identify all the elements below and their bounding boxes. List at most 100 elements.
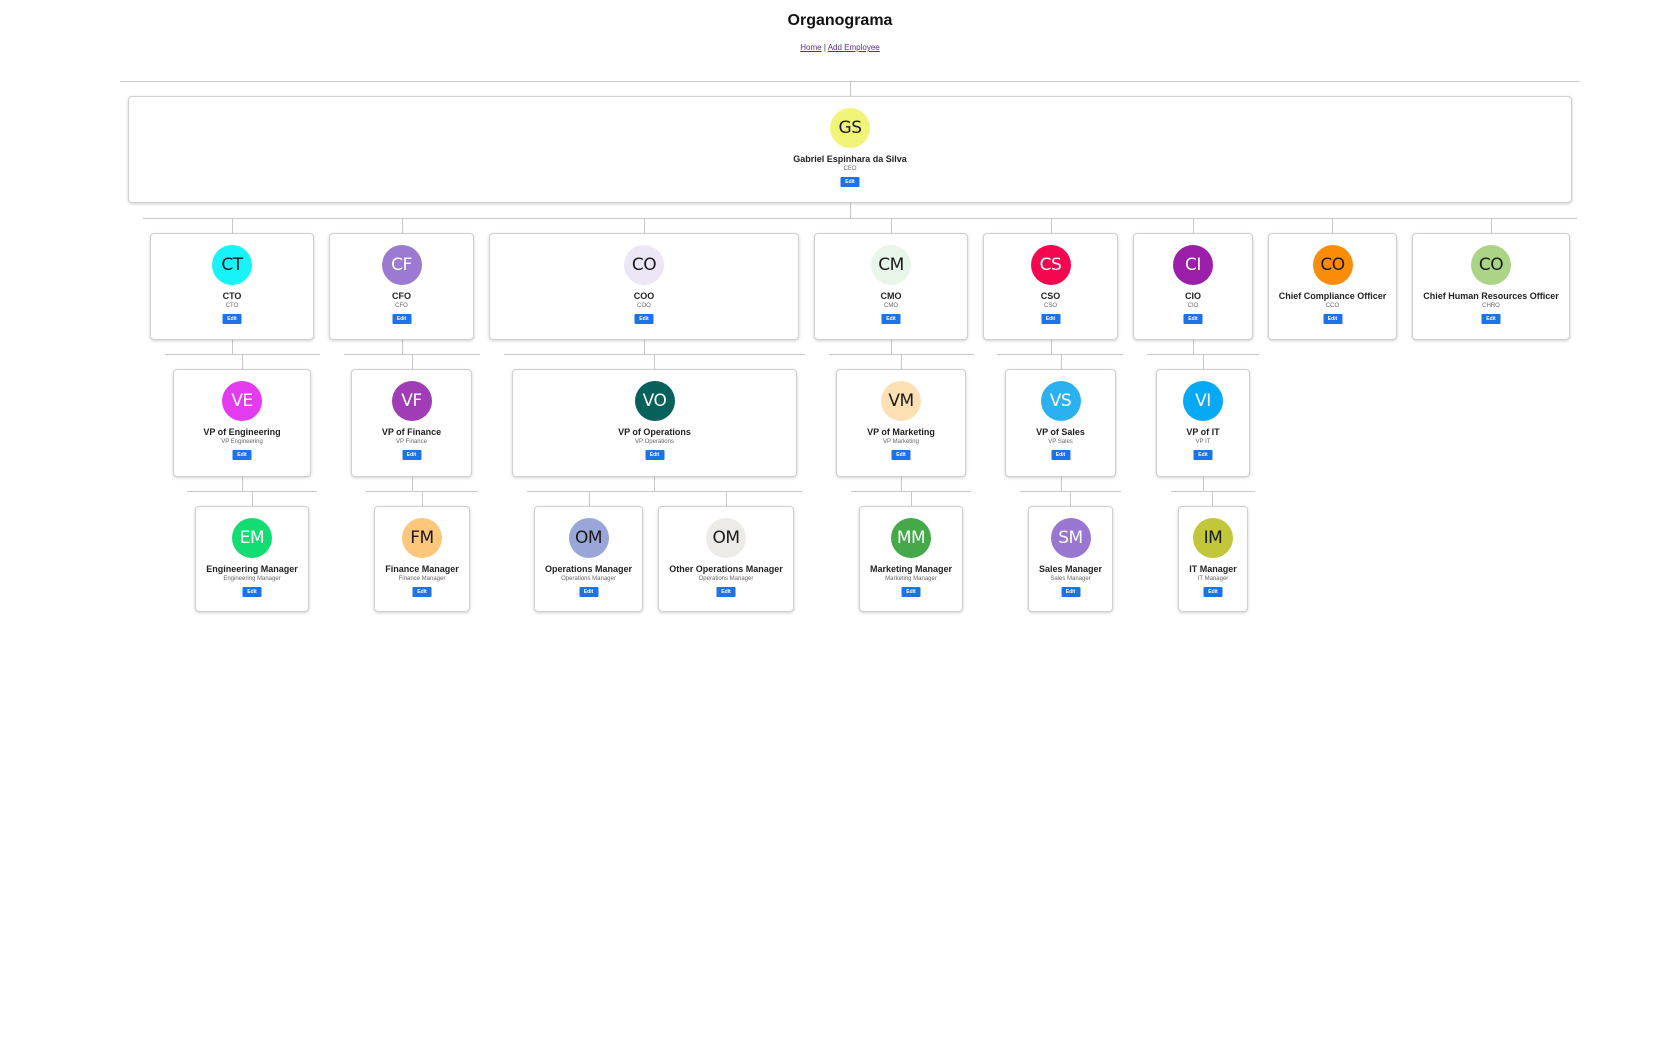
edit-button[interactable]: Edit bbox=[392, 314, 411, 324]
edit-button[interactable]: Edit bbox=[716, 587, 736, 597]
employee-name: VP of Sales bbox=[1036, 427, 1085, 437]
connector-line bbox=[1203, 355, 1204, 369]
edit-button[interactable]: Edit bbox=[412, 587, 432, 597]
employee-card-cfo: CF CFO CFO Edit bbox=[329, 233, 474, 340]
home-link[interactable]: Home bbox=[800, 43, 822, 52]
avatar: CF bbox=[381, 245, 422, 285]
employee-card-vp-engineering: VE VP of Engineering VP Engineering Edit bbox=[173, 369, 311, 477]
connector-line bbox=[726, 492, 727, 506]
employee-name: CIO bbox=[1184, 291, 1201, 301]
employee-name: CMO bbox=[880, 291, 902, 301]
employee-card-other-operations-manager: OM Other Operations Manager Operations M… bbox=[658, 506, 794, 612]
employee-card-engineering-manager: EM Engineering Manager Engineering Manag… bbox=[195, 506, 309, 612]
connector-line bbox=[344, 354, 480, 355]
avatar: CS bbox=[1030, 245, 1071, 285]
edit-button[interactable]: Edit bbox=[1481, 314, 1501, 324]
employee-role: CIO bbox=[1187, 303, 1199, 309]
edit-button[interactable]: Edit bbox=[1193, 450, 1213, 460]
employee-name: COO bbox=[633, 291, 655, 301]
avatar: CO bbox=[1471, 245, 1511, 285]
connector-line bbox=[997, 354, 1123, 355]
connector-line bbox=[850, 203, 851, 218]
avatar: VS bbox=[1040, 381, 1081, 421]
connector-line bbox=[242, 355, 243, 369]
employee-card-sales-manager: SM Sales Manager Sales Manager Edit bbox=[1028, 506, 1113, 612]
edit-button[interactable]: Edit bbox=[1051, 450, 1070, 460]
edit-button[interactable]: Edit bbox=[579, 587, 598, 597]
employee-name: Operations Manager bbox=[544, 564, 633, 574]
connector-line bbox=[1193, 219, 1194, 233]
employee-name: CTO bbox=[222, 291, 242, 301]
edit-button[interactable]: Edit bbox=[1183, 314, 1203, 324]
edit-button[interactable]: Edit bbox=[881, 314, 901, 324]
edit-button[interactable]: Edit bbox=[1061, 587, 1080, 597]
connector-line bbox=[901, 355, 902, 369]
employee-role: CHRO bbox=[1482, 303, 1500, 309]
employee-card-cmo: CM CMO CMO Edit bbox=[814, 233, 968, 340]
connector-line bbox=[644, 219, 645, 233]
avatar: CO bbox=[624, 245, 664, 285]
employee-card-cco: CO Chief Compliance Officer CCO Edit bbox=[1268, 233, 1397, 340]
employee-role: CEO bbox=[843, 166, 857, 172]
employee-name: CFO bbox=[392, 291, 411, 301]
employee-role: CTO bbox=[225, 303, 239, 309]
edit-button[interactable]: Edit bbox=[840, 177, 860, 187]
connector-line bbox=[412, 477, 413, 491]
employee-role: VP Marketing bbox=[883, 439, 919, 445]
employee-name: VP of Engineering bbox=[203, 427, 281, 437]
employee-name: IT Manager bbox=[1189, 564, 1237, 574]
edit-button[interactable]: Edit bbox=[1203, 587, 1223, 597]
employee-name: VP of Operations bbox=[618, 427, 691, 437]
edit-button[interactable]: Edit bbox=[901, 587, 921, 597]
connector-line bbox=[252, 492, 253, 506]
edit-button[interactable]: Edit bbox=[402, 450, 421, 460]
employee-role: VP Operations bbox=[635, 439, 674, 445]
employee-role: VP Finance bbox=[396, 439, 427, 445]
employee-role: Engineering Manager bbox=[223, 576, 281, 582]
connector-line bbox=[120, 81, 1580, 82]
employee-name: Finance Manager bbox=[385, 564, 459, 574]
nav-separator: | bbox=[823, 43, 826, 52]
avatar: GS bbox=[830, 108, 870, 148]
add-employee-link[interactable]: Add Employee bbox=[827, 43, 880, 52]
employee-role: CCO bbox=[1325, 303, 1340, 309]
edit-button[interactable]: Edit bbox=[242, 587, 262, 597]
connector-line bbox=[1070, 492, 1071, 506]
edit-button[interactable]: Edit bbox=[222, 314, 242, 324]
employee-name: Marketing Manager bbox=[869, 564, 953, 574]
edit-button[interactable]: Edit bbox=[645, 450, 664, 460]
employee-role: Marketing Manager bbox=[885, 576, 937, 582]
connector-line bbox=[901, 477, 902, 491]
employee-name: Chief Human Resources Officer bbox=[1423, 291, 1559, 301]
connector-line bbox=[165, 354, 320, 355]
avatar: OM bbox=[568, 518, 609, 558]
connector-line bbox=[366, 491, 478, 492]
connector-line bbox=[143, 218, 1577, 219]
avatar: VM bbox=[881, 381, 921, 421]
employee-card-marketing-manager: MM Marketing Manager Marketing Manager E… bbox=[859, 506, 963, 612]
connector-line bbox=[1491, 219, 1492, 233]
connector-line bbox=[1171, 491, 1255, 492]
connector-line bbox=[527, 491, 802, 492]
employee-role: CSO bbox=[1043, 303, 1057, 309]
connector-line bbox=[422, 492, 423, 506]
avatar: MM bbox=[891, 518, 931, 558]
connector-line bbox=[1051, 219, 1052, 233]
connector-line bbox=[412, 355, 413, 369]
connector-line bbox=[1193, 340, 1194, 354]
employee-name: VP of IT bbox=[1186, 427, 1220, 437]
edit-button[interactable]: Edit bbox=[891, 450, 911, 460]
employee-card-vp-operations: VO VP of Operations VP Operations Edit bbox=[512, 369, 797, 477]
employee-name: VP of Finance bbox=[381, 427, 442, 437]
employee-name: Other Operations Manager bbox=[669, 564, 783, 574]
edit-button[interactable]: Edit bbox=[1041, 314, 1060, 324]
edit-button[interactable]: Edit bbox=[634, 314, 654, 324]
connector-line bbox=[504, 354, 805, 355]
edit-button[interactable]: Edit bbox=[232, 450, 252, 460]
employee-role: VP IT bbox=[1195, 439, 1211, 445]
avatar: VI bbox=[1183, 381, 1223, 421]
connector-line bbox=[1203, 477, 1204, 491]
employee-role: COO bbox=[637, 303, 651, 309]
edit-button[interactable]: Edit bbox=[1323, 314, 1342, 324]
employee-card-vp-marketing: VM VP of Marketing VP Marketing Edit bbox=[836, 369, 966, 477]
